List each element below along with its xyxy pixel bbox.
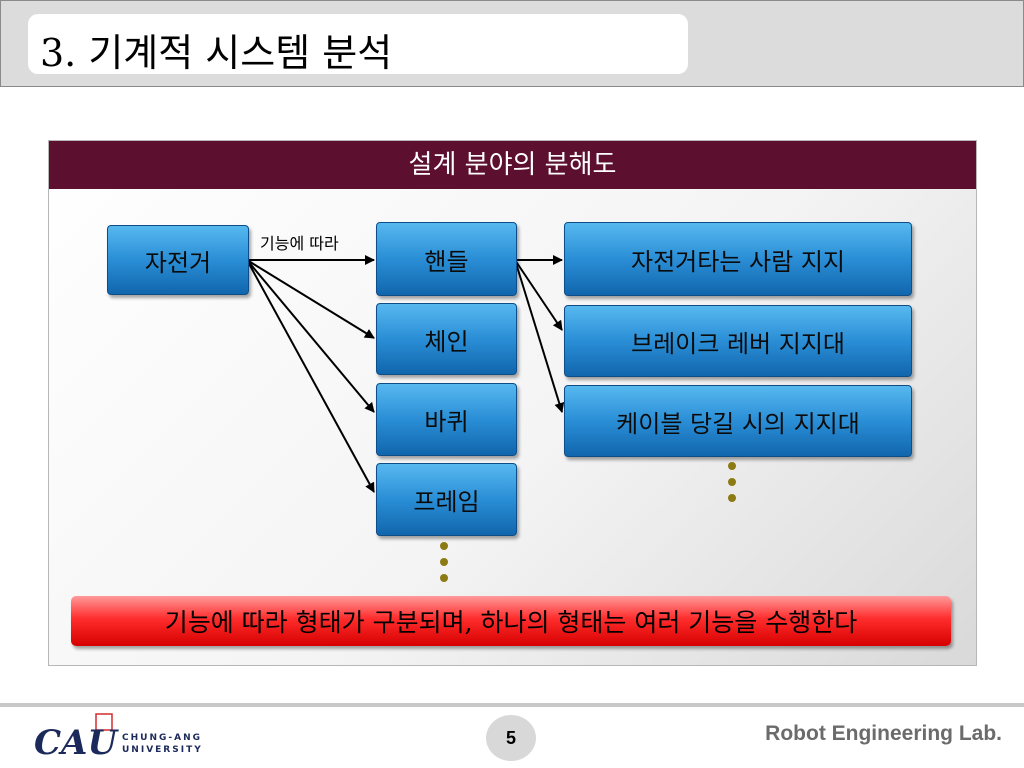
arrow-root-to-wheel xyxy=(246,259,375,413)
arrow-root-to-frame xyxy=(246,259,375,493)
function-node-rider-support: 자전거타는 사람 지지 xyxy=(564,222,912,296)
page-number: 5 xyxy=(505,727,516,748)
root-node-label: 자전거 xyxy=(144,248,212,277)
root-node-bicycle: 자전거 xyxy=(107,225,249,295)
svg-text:CAU: CAU xyxy=(34,723,119,763)
part-node-frame: 프레임 xyxy=(376,463,517,536)
title-box: 3. 기계적 시스템 분석 xyxy=(28,14,688,75)
footer-divider xyxy=(0,703,1024,707)
logo-line-2: UNIVERSITY xyxy=(122,745,203,755)
function-node-cable-pull-mount: 케이블 당길 시의 지지대 xyxy=(564,385,912,457)
header-band: 3. 기계적 시스템 분석 xyxy=(0,0,1024,87)
function-node-label: 브레이크 레버 지지대 xyxy=(631,329,845,358)
part-node-label: 프레임 xyxy=(413,488,480,516)
function-node-label: 자전거타는 사람 지지 xyxy=(631,247,845,276)
page-number-badge: 5 xyxy=(486,715,536,761)
lab-name: Robot Engineering Lab. xyxy=(765,722,1002,745)
function-node-label: 케이블 당길 시의 지지대 xyxy=(616,409,860,438)
panel-title: 설계 분야의 분해도 xyxy=(49,141,976,189)
ellipsis-dot xyxy=(440,558,448,566)
part-node-label: 핸들 xyxy=(424,247,469,276)
part-node-chain: 체인 xyxy=(376,303,517,375)
ellipsis-dot xyxy=(728,462,736,470)
part-node-label: 체인 xyxy=(424,327,469,356)
part-node-wheel: 바퀴 xyxy=(376,383,517,456)
part-node-handle: 핸들 xyxy=(376,222,517,296)
slide-title: 3. 기계적 시스템 분석 xyxy=(40,31,393,75)
ellipsis-dot xyxy=(728,494,736,502)
logo-line-1: CHUNG-ANG xyxy=(122,733,202,743)
cau-logo: CAU CHUNG-ANG UNIVERSITY xyxy=(34,712,201,764)
logo-wordmark: CHUNG-ANG UNIVERSITY xyxy=(122,732,203,756)
arrow-handle-to-func2 xyxy=(514,259,563,331)
summary-banner-text: 기능에 따라 형태가 구분되며, 하나의 형태는 여러 기능을 수행한다 xyxy=(164,608,858,637)
cau-logo-mark: CAU xyxy=(34,713,119,763)
summary-banner: 기능에 따라 형태가 구분되며, 하나의 형태는 여러 기능을 수행한다 xyxy=(71,596,951,646)
arrow-handle-to-func3 xyxy=(514,259,565,413)
function-node-brake-lever-mount: 브레이크 레버 지지대 xyxy=(564,305,912,377)
edge-label: 기능에 따라 xyxy=(260,234,339,253)
part-node-label: 바퀴 xyxy=(424,408,469,436)
ellipsis-dot xyxy=(728,478,736,486)
ellipsis-dot xyxy=(440,542,448,550)
arrow-root-to-chain xyxy=(246,259,375,339)
ellipsis-dot xyxy=(440,574,448,582)
